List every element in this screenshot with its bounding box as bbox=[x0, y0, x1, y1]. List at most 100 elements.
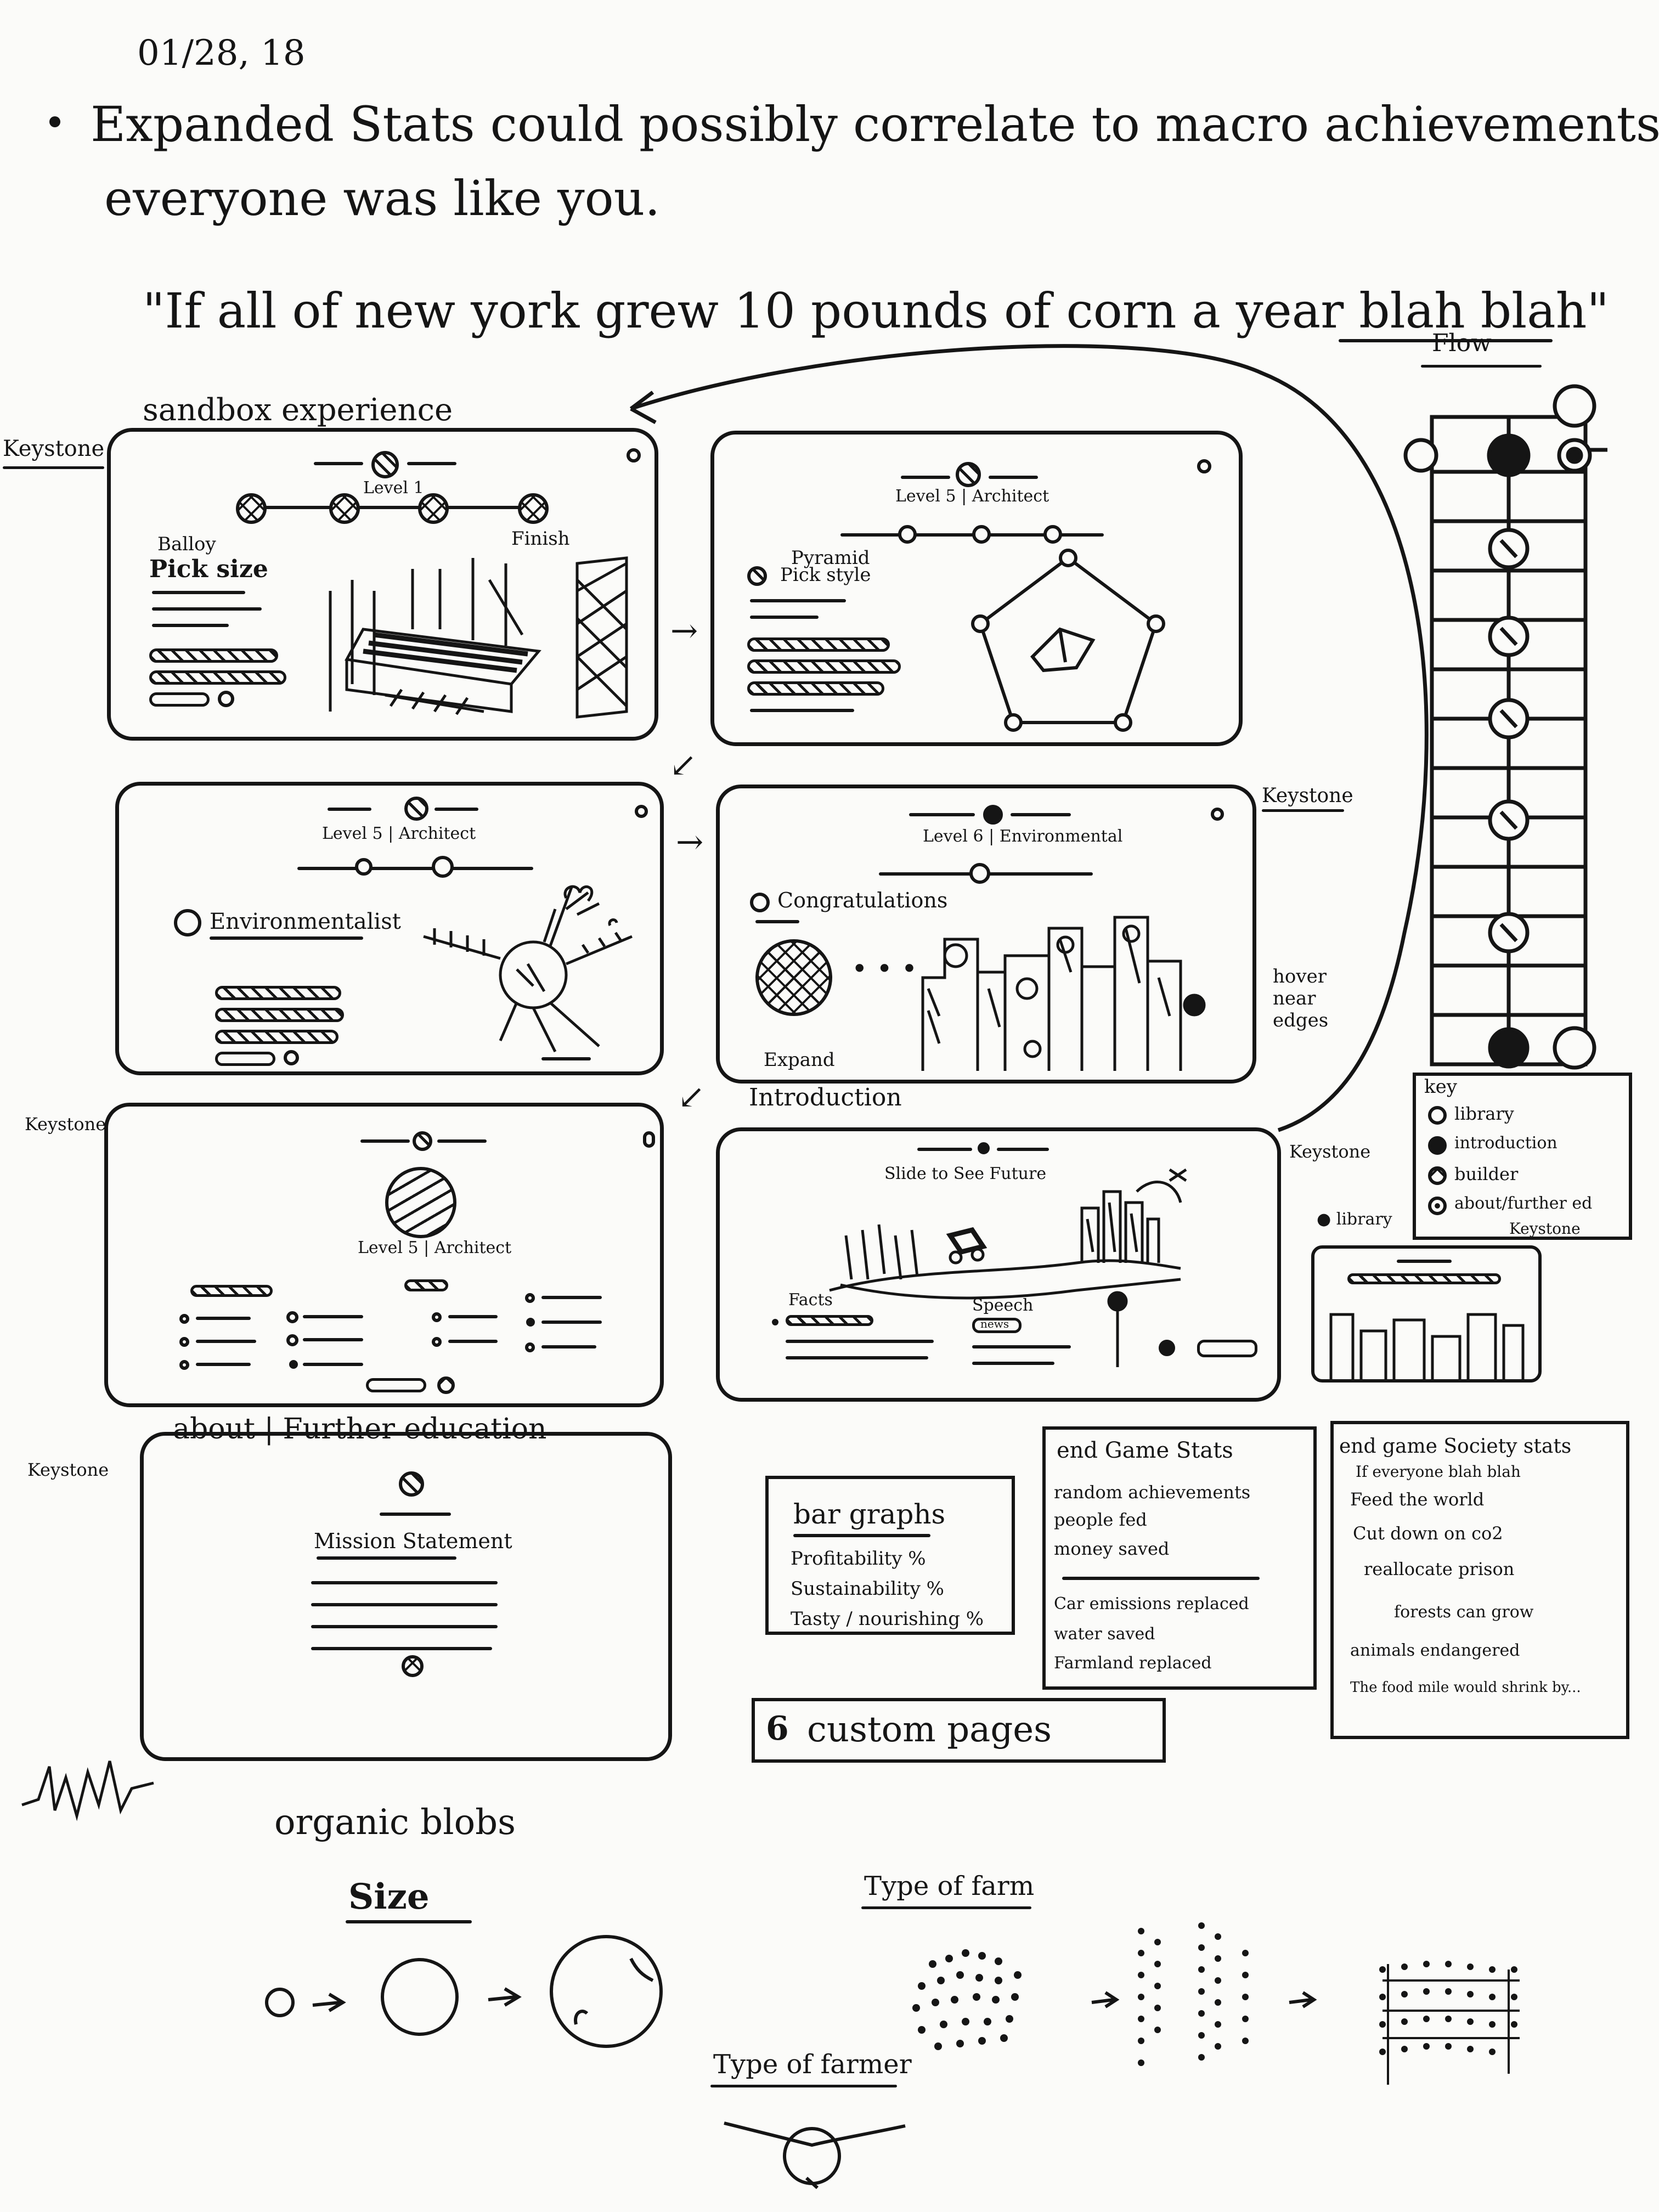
library-label: ● library bbox=[1317, 1210, 1392, 1229]
ballot-label: Balloy bbox=[157, 533, 216, 555]
nav-dash-right bbox=[1011, 813, 1071, 816]
slider-bar[interactable] bbox=[747, 659, 901, 674]
play-icon[interactable] bbox=[1159, 1340, 1175, 1356]
close-icon[interactable] bbox=[635, 805, 648, 818]
nav-dash-left bbox=[917, 1148, 972, 1151]
level-avatar-icon bbox=[956, 462, 981, 487]
key-item: builder bbox=[1454, 1164, 1519, 1184]
stat-bullet bbox=[432, 1337, 442, 1347]
text-line bbox=[786, 1356, 928, 1359]
end-game-item: money saved bbox=[1054, 1538, 1170, 1559]
level-title: Level 5 | Architect bbox=[322, 824, 476, 843]
close-icon[interactable] bbox=[1211, 808, 1224, 821]
key-title: key bbox=[1424, 1076, 1457, 1098]
society-item: forests can grow bbox=[1394, 1602, 1534, 1622]
note-line-1: Expanded Stats could possibly correlate … bbox=[91, 96, 1659, 153]
text-line bbox=[311, 1625, 498, 1628]
progress-node[interactable] bbox=[969, 863, 990, 884]
progress-node-2[interactable] bbox=[329, 493, 360, 524]
expand-blob-icon[interactable] bbox=[755, 939, 832, 1016]
introduction-icon bbox=[1428, 1136, 1447, 1155]
continue-button[interactable] bbox=[1197, 1340, 1257, 1357]
end-game-item: people fed bbox=[1054, 1509, 1147, 1530]
society-item: The food mile would shrink by... bbox=[1350, 1679, 1581, 1696]
level-title: Level 5 | Architect bbox=[358, 1238, 512, 1257]
progress-node[interactable] bbox=[898, 525, 917, 544]
custom-pages-box: 6 custom pages bbox=[752, 1698, 1166, 1763]
progress-node-4[interactable] bbox=[518, 493, 549, 524]
size-label: Size bbox=[348, 1876, 430, 1917]
stat-line bbox=[303, 1315, 363, 1318]
keystone-label-2: Keystone bbox=[1262, 785, 1353, 807]
section-header-bar bbox=[190, 1285, 273, 1297]
library-icon bbox=[1428, 1106, 1447, 1125]
slider-bar[interactable] bbox=[747, 681, 884, 696]
stat-bullet bbox=[179, 1337, 189, 1347]
farm-type-dot-patterns bbox=[912, 1922, 1520, 2085]
slider-bar[interactable] bbox=[149, 648, 278, 663]
stat-line bbox=[448, 1340, 498, 1343]
end-game-item: random achievements bbox=[1054, 1482, 1251, 1503]
builder-icon bbox=[747, 566, 767, 586]
slider-bar[interactable] bbox=[215, 986, 341, 1000]
progress-node[interactable] bbox=[972, 525, 991, 544]
quote-note: "If all of new york grew 10 pounds of co… bbox=[143, 283, 1609, 339]
society-item: Feed the world bbox=[1350, 1489, 1485, 1510]
arrow-down-left-1: ↙ bbox=[669, 746, 697, 785]
text-line bbox=[311, 1581, 498, 1584]
stat-line bbox=[196, 1317, 251, 1320]
action-button[interactable] bbox=[215, 1052, 275, 1066]
keystone-underline-1 bbox=[3, 466, 104, 469]
key-legend-box: key library introduction builder about/f… bbox=[1413, 1073, 1632, 1240]
nav-dash-left bbox=[360, 1139, 410, 1143]
close-icon[interactable] bbox=[627, 448, 641, 462]
progress-track bbox=[253, 506, 533, 509]
end-game-item: water saved bbox=[1054, 1624, 1155, 1644]
pick-size-label: Pick size bbox=[149, 555, 268, 583]
type-of-farm-label: Type of farm bbox=[864, 1871, 1035, 1901]
level-avatar-icon bbox=[371, 451, 399, 478]
close-icon[interactable] bbox=[1197, 459, 1211, 473]
nav-dash-right bbox=[437, 1139, 487, 1143]
stat-line bbox=[541, 1345, 596, 1348]
slider-bar[interactable] bbox=[215, 1008, 344, 1022]
end-game-item: Car emissions replaced bbox=[1054, 1594, 1249, 1613]
expand-link[interactable]: Expand bbox=[764, 1049, 835, 1071]
globe-explosion-sketch bbox=[423, 885, 633, 1053]
screen-environmental-congrats: Level 6 | Environmental Congratulations … bbox=[716, 785, 1256, 1084]
progress-node-1[interactable] bbox=[236, 493, 267, 524]
stat-bullet bbox=[286, 1311, 298, 1323]
text-line bbox=[972, 1362, 1054, 1365]
progress-node[interactable] bbox=[355, 858, 373, 876]
slider-bar[interactable] bbox=[747, 637, 890, 652]
action-button[interactable] bbox=[366, 1378, 426, 1392]
bottom-icon[interactable] bbox=[402, 1655, 424, 1677]
level-avatar-icon bbox=[413, 1131, 432, 1151]
action-button[interactable] bbox=[149, 692, 210, 707]
progress-node[interactable] bbox=[1043, 525, 1062, 544]
quote-underline bbox=[1339, 339, 1553, 342]
text-line bbox=[1397, 1260, 1452, 1263]
sandbox-label: sandbox experience bbox=[143, 392, 453, 428]
toggle-icon[interactable] bbox=[218, 691, 234, 707]
stat-line bbox=[303, 1338, 363, 1341]
date-note: 01/28, 18 bbox=[137, 33, 306, 74]
slider-bar[interactable] bbox=[215, 1030, 338, 1044]
key-item: introduction bbox=[1454, 1133, 1558, 1153]
news-tag[interactable]: news bbox=[972, 1317, 1022, 1333]
crossed-out-item bbox=[1062, 1577, 1260, 1580]
keystone-label-5: Keystone bbox=[27, 1459, 109, 1480]
progress-node[interactable] bbox=[432, 856, 454, 878]
balcony-sketch-image bbox=[329, 556, 628, 719]
custom-pages-label: custom pages bbox=[807, 1709, 1052, 1750]
screen-introduction: Slide to See Future Facts Speech news bbox=[716, 1127, 1281, 1402]
nav-dash-left bbox=[314, 462, 363, 465]
text-line bbox=[750, 616, 819, 619]
slider-bar[interactable] bbox=[149, 670, 286, 685]
toggle-icon[interactable] bbox=[437, 1376, 455, 1394]
pyramid-label: Pyramid bbox=[791, 547, 870, 569]
progress-node-3[interactable] bbox=[418, 493, 449, 524]
toggle-icon[interactable] bbox=[284, 1050, 299, 1065]
close-icon[interactable] bbox=[643, 1131, 655, 1148]
